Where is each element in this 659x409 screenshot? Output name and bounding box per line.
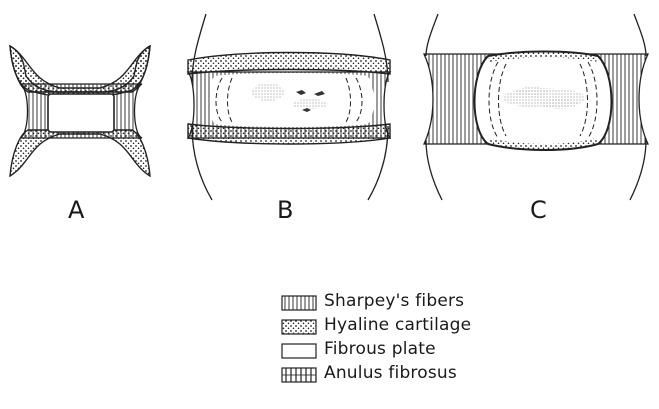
legend-item-fibrous-plate: Fibrous plate: [282, 338, 471, 360]
panel-a-drawing: [10, 46, 150, 176]
legend-label: Sharpey's fibers: [324, 291, 464, 311]
panel-label-c: C: [530, 196, 547, 224]
panel-c-drawing: [424, 14, 648, 200]
legend: Sharpey's fibers Hyaline cartilage Fibro…: [282, 290, 471, 384]
legend-label: Anulus fibrosus: [324, 363, 457, 383]
legend-label: Hyaline cartilage: [324, 315, 471, 335]
legend-label: Fibrous plate: [324, 339, 436, 359]
panel-label-a: A: [68, 196, 85, 224]
legend-item-anulus-fibrosus: Anulus fibrosus: [282, 362, 471, 384]
panel-label-b: B: [277, 196, 294, 224]
legend-item-hyaline-cartilage: Hyaline cartilage: [282, 314, 471, 336]
panel-b-drawing: [188, 14, 390, 200]
legend-item-sharpey-fibers: Sharpey's fibers: [282, 290, 471, 312]
